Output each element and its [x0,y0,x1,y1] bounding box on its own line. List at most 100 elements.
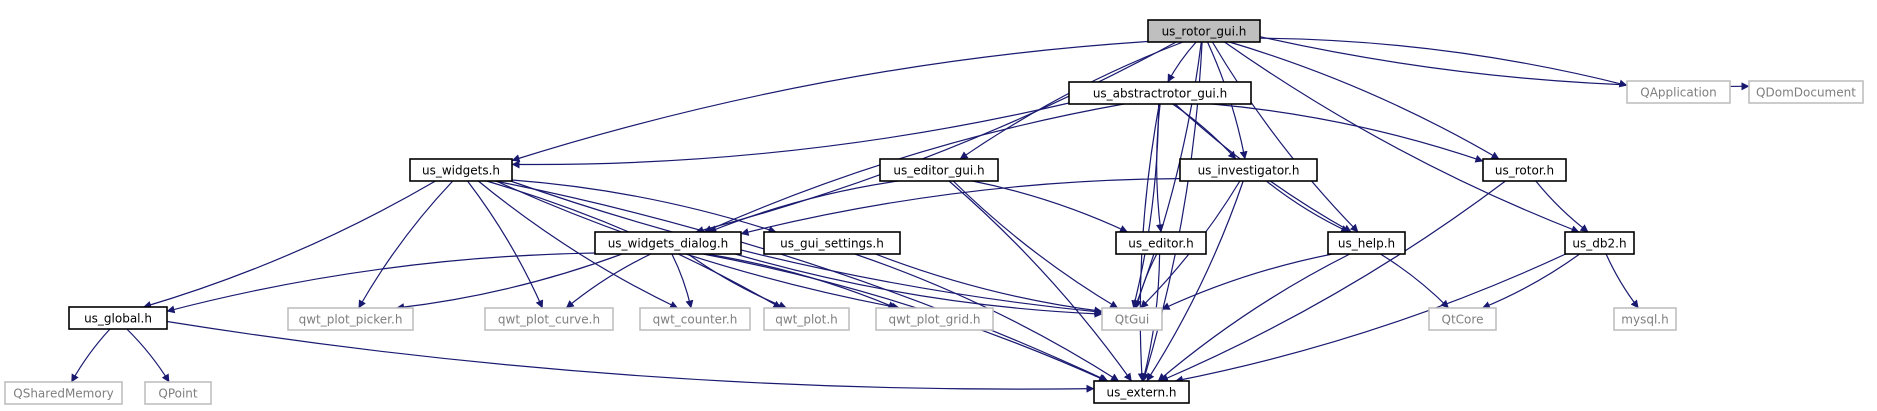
node-label: us_extern.h [1107,386,1177,400]
edge-arrow [143,180,436,309]
edge-arrow [1265,180,1350,233]
node-QtGui: QtGui [1101,307,1163,331]
edge-arrow [467,180,544,309]
edge-us_gui_settings-to-QtGui [875,253,1103,315]
node-box [1564,231,1635,255]
node-us-editor[interactable]: us_editor.h [1115,231,1207,255]
node-box [287,307,414,331]
node-us-investigator[interactable]: us_investigator.h [1179,158,1318,182]
edge-us_investigator-to-us_widgets_dialog [740,178,1181,236]
edge-arrow [740,178,1181,236]
edge-us_widgets_dialog-to-us_extern [702,253,1107,382]
edge-arrow [952,180,1119,309]
edge-us_abstractrotor_gui-to-us_editor [1155,103,1164,233]
node-label: us_widgets.h [422,164,500,178]
edge-arrow [1167,41,1197,83]
node-label: us_global.h [84,312,152,326]
edge-us_db2-to-QtCore [1481,253,1581,309]
node-box [1179,158,1318,182]
edge-us_editor_gui-to-QtGui [952,180,1119,309]
node-label: us_editor_gui.h [893,164,984,178]
edge-us_editor_gui-to-us_extern [948,180,1132,382]
node-us-extern[interactable]: us_extern.h [1093,380,1190,404]
edge-us_abstractrotor_gui-to-us_rotor [1212,103,1484,163]
edge-arrow [1174,253,1566,384]
edge-us_rotor_gui-to-us_help [1211,41,1359,233]
node-qwt-plot: qwt_plot.h [763,307,850,331]
edge-arrow [1535,180,1589,233]
edge-arrow [1161,253,1333,310]
node-label: us_editor.h [1128,237,1194,251]
node-label: qwt_plot_picker.h [299,313,403,327]
edge-arrow [1212,103,1484,163]
edge-us_widgets_dialog-to-qwt_plot_picker [396,253,623,312]
edge-us_widgets_dialog-to-qwt_plot [687,253,787,309]
edge-us_help-to-us_extern [1157,253,1351,382]
node-QSharedMemory: QSharedMemory [4,381,123,405]
node-label: QtGui [1115,313,1149,327]
edge-us_global-to-us_extern [166,320,1095,393]
edge-us_rotor_gui-to-us_abstractrotor_gui [1167,41,1197,83]
edge-us_db2-to-mysql [1605,253,1639,309]
node-box [1068,81,1252,105]
node-label: us_investigator.h [1198,164,1300,178]
node-QPoint: QPoint [144,381,212,405]
edge-us_widgets-to-qwt_plot_curve [467,180,544,309]
node-us-db2[interactable]: us_db2.h [1564,231,1635,255]
edge-arrow [959,41,1184,160]
node-us-editor-gui[interactable]: us_editor_gui.h [879,158,999,182]
edge-arrow [1605,253,1639,309]
node-us-global[interactable]: us_global.h [68,306,168,330]
edge-arrow [1259,36,1750,91]
edge-arrow [708,180,899,233]
node-us-widgets-dialog[interactable]: us_widgets_dialog.h [594,231,742,255]
edge-arrow [1211,41,1359,233]
node-label: us_abstractrotor_gui.h [1093,87,1227,101]
edge-us_widgets_dialog-to-qwt_plot_curve [565,253,652,309]
edge-arrow [1160,180,1506,382]
node-qwt-plot-picker: qwt_plot_picker.h [287,307,414,331]
node-box [879,158,999,182]
edge-us_editor_gui-to-us_editor [972,180,1128,233]
node-us-rotor[interactable]: us_rotor.h [1482,158,1567,182]
node-label: qwt_plot_grid.h [888,313,980,327]
edge-arrow [1157,253,1351,382]
node-qwt-plot-grid: qwt_plot_grid.h [875,307,994,331]
edge-us_widgets-to-qwt_plot_grid [495,180,900,311]
node-box [4,381,123,405]
node-us-help[interactable]: us_help.h [1327,231,1406,255]
node-box [1626,80,1731,104]
node-us-rotor-gui[interactable]: us_rotor_gui.h [1147,19,1261,43]
edge-arrow [687,253,787,309]
node-box [409,158,513,182]
node-box [1147,19,1261,43]
node-us-gui-settings[interactable]: us_gui_settings.h [763,231,901,255]
edge-us_widgets-to-QtGui [510,180,1103,316]
edge-arrow [1224,41,1580,233]
edge-arrow [703,103,1125,233]
edge-layer [70,36,1750,393]
node-label: QSharedMemory [13,387,114,401]
edge-arrow [735,253,1103,318]
edge-us_rotor_gui-to-us_editor_gui [959,41,1184,160]
edge-arrow [695,41,1177,234]
node-box [763,307,850,331]
edge-us_widgets_dialog-to-qwt_counter [671,253,694,309]
node-us-widgets[interactable]: us_widgets.h [409,158,513,182]
edge-us_abstractrotor_gui-to-us_widgets_dialog [703,103,1125,233]
edge-us_widgets-to-us_global [143,180,436,309]
edge-arrow [511,179,777,234]
node-qwt-plot-curve: qwt_plot_curve.h [484,307,614,331]
edge-arrow [671,253,694,309]
node-box [144,381,212,405]
edge-us_editor_gui-to-us_widgets_dialog [708,180,899,233]
edge-us_investigator-to-us_extern [1146,180,1244,382]
node-qwt-counter: qwt_counter.h [639,307,751,331]
edge-arrow [510,180,1103,316]
node-us-abstractrotor-gui[interactable]: us_abstractrotor_gui.h [1068,81,1252,105]
edge-us_global-to-QPoint [126,328,170,383]
edge-us_global-to-QSharedMemory [70,328,111,383]
node-QtCore: QtCore [1428,307,1497,331]
edge-arrow [565,253,652,309]
